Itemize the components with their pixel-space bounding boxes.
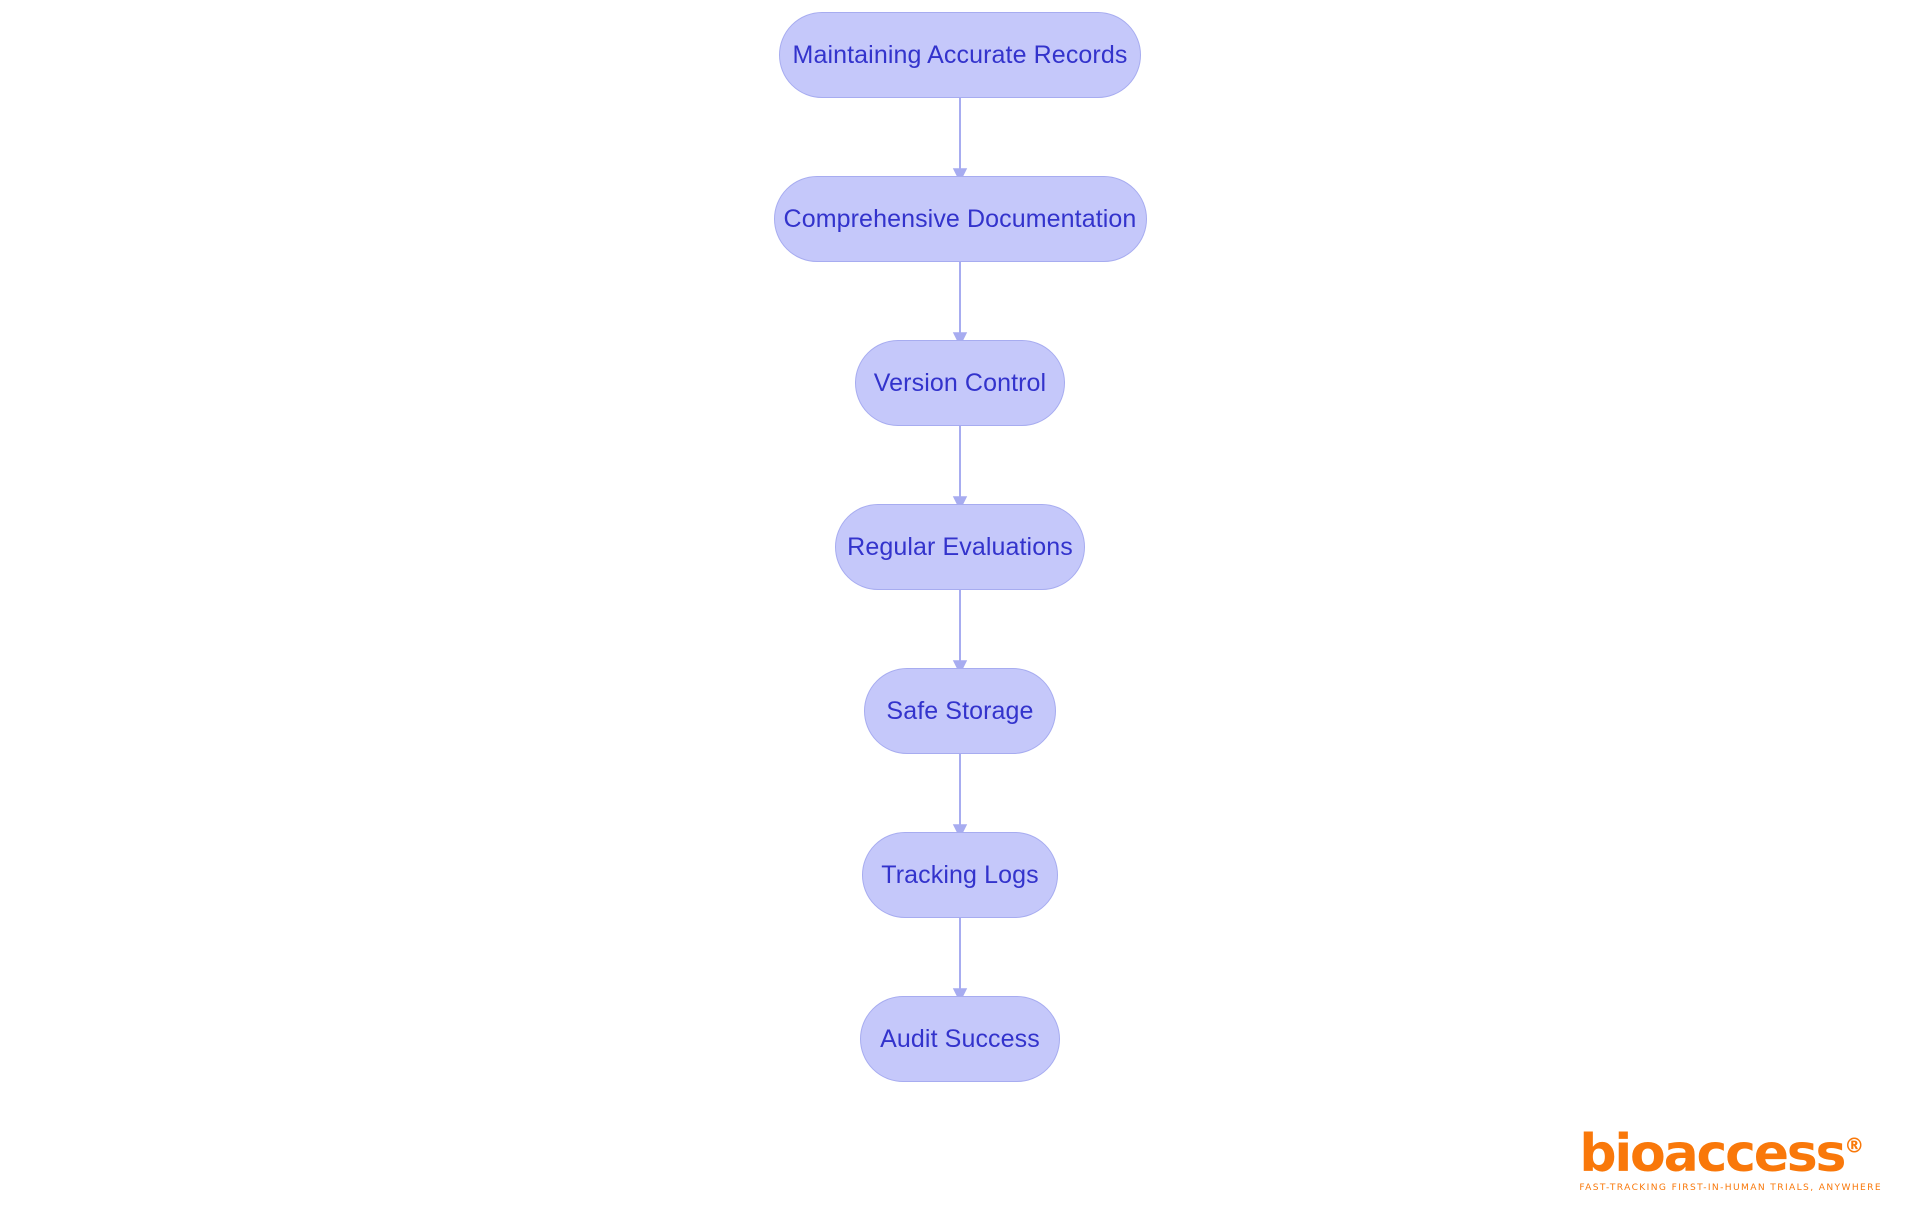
flow-node-n2[interactable]: Comprehensive Documentation <box>773 176 1147 262</box>
flow-node-label: Safe Storage <box>886 696 1034 725</box>
flow-node-n6[interactable]: Tracking Logs <box>862 832 1058 918</box>
flow-node-label: Audit Success <box>880 1024 1040 1053</box>
flow-node-n4[interactable]: Regular Evaluations <box>835 504 1085 590</box>
logo-wordmark-text: bioaccess <box>1579 1124 1846 1184</box>
flow-node-n3[interactable]: Version Control <box>855 340 1065 426</box>
flow-node-label: Tracking Logs <box>881 860 1039 889</box>
flow-node-n5[interactable]: Safe Storage <box>864 668 1056 754</box>
registered-trademark-icon: ® <box>1844 1133 1865 1158</box>
flow-node-n1[interactable]: Maintaining Accurate Records <box>779 12 1141 98</box>
flow-node-n7[interactable]: Audit Success <box>860 996 1060 1082</box>
bioaccess-logo: bioaccess® FAST-TRACKING FIRST-IN-HUMAN … <box>1579 1128 1882 1193</box>
logo-tagline: FAST-TRACKING FIRST-IN-HUMAN TRIALS, ANY… <box>1579 1183 1882 1193</box>
flow-node-label: Maintaining Accurate Records <box>792 40 1128 69</box>
flow-node-label: Version Control <box>873 368 1047 397</box>
flow-node-label: Comprehensive Documentation <box>783 204 1137 233</box>
logo-wordmark: bioaccess® <box>1579 1128 1864 1180</box>
flow-node-label: Regular Evaluations <box>847 532 1073 561</box>
